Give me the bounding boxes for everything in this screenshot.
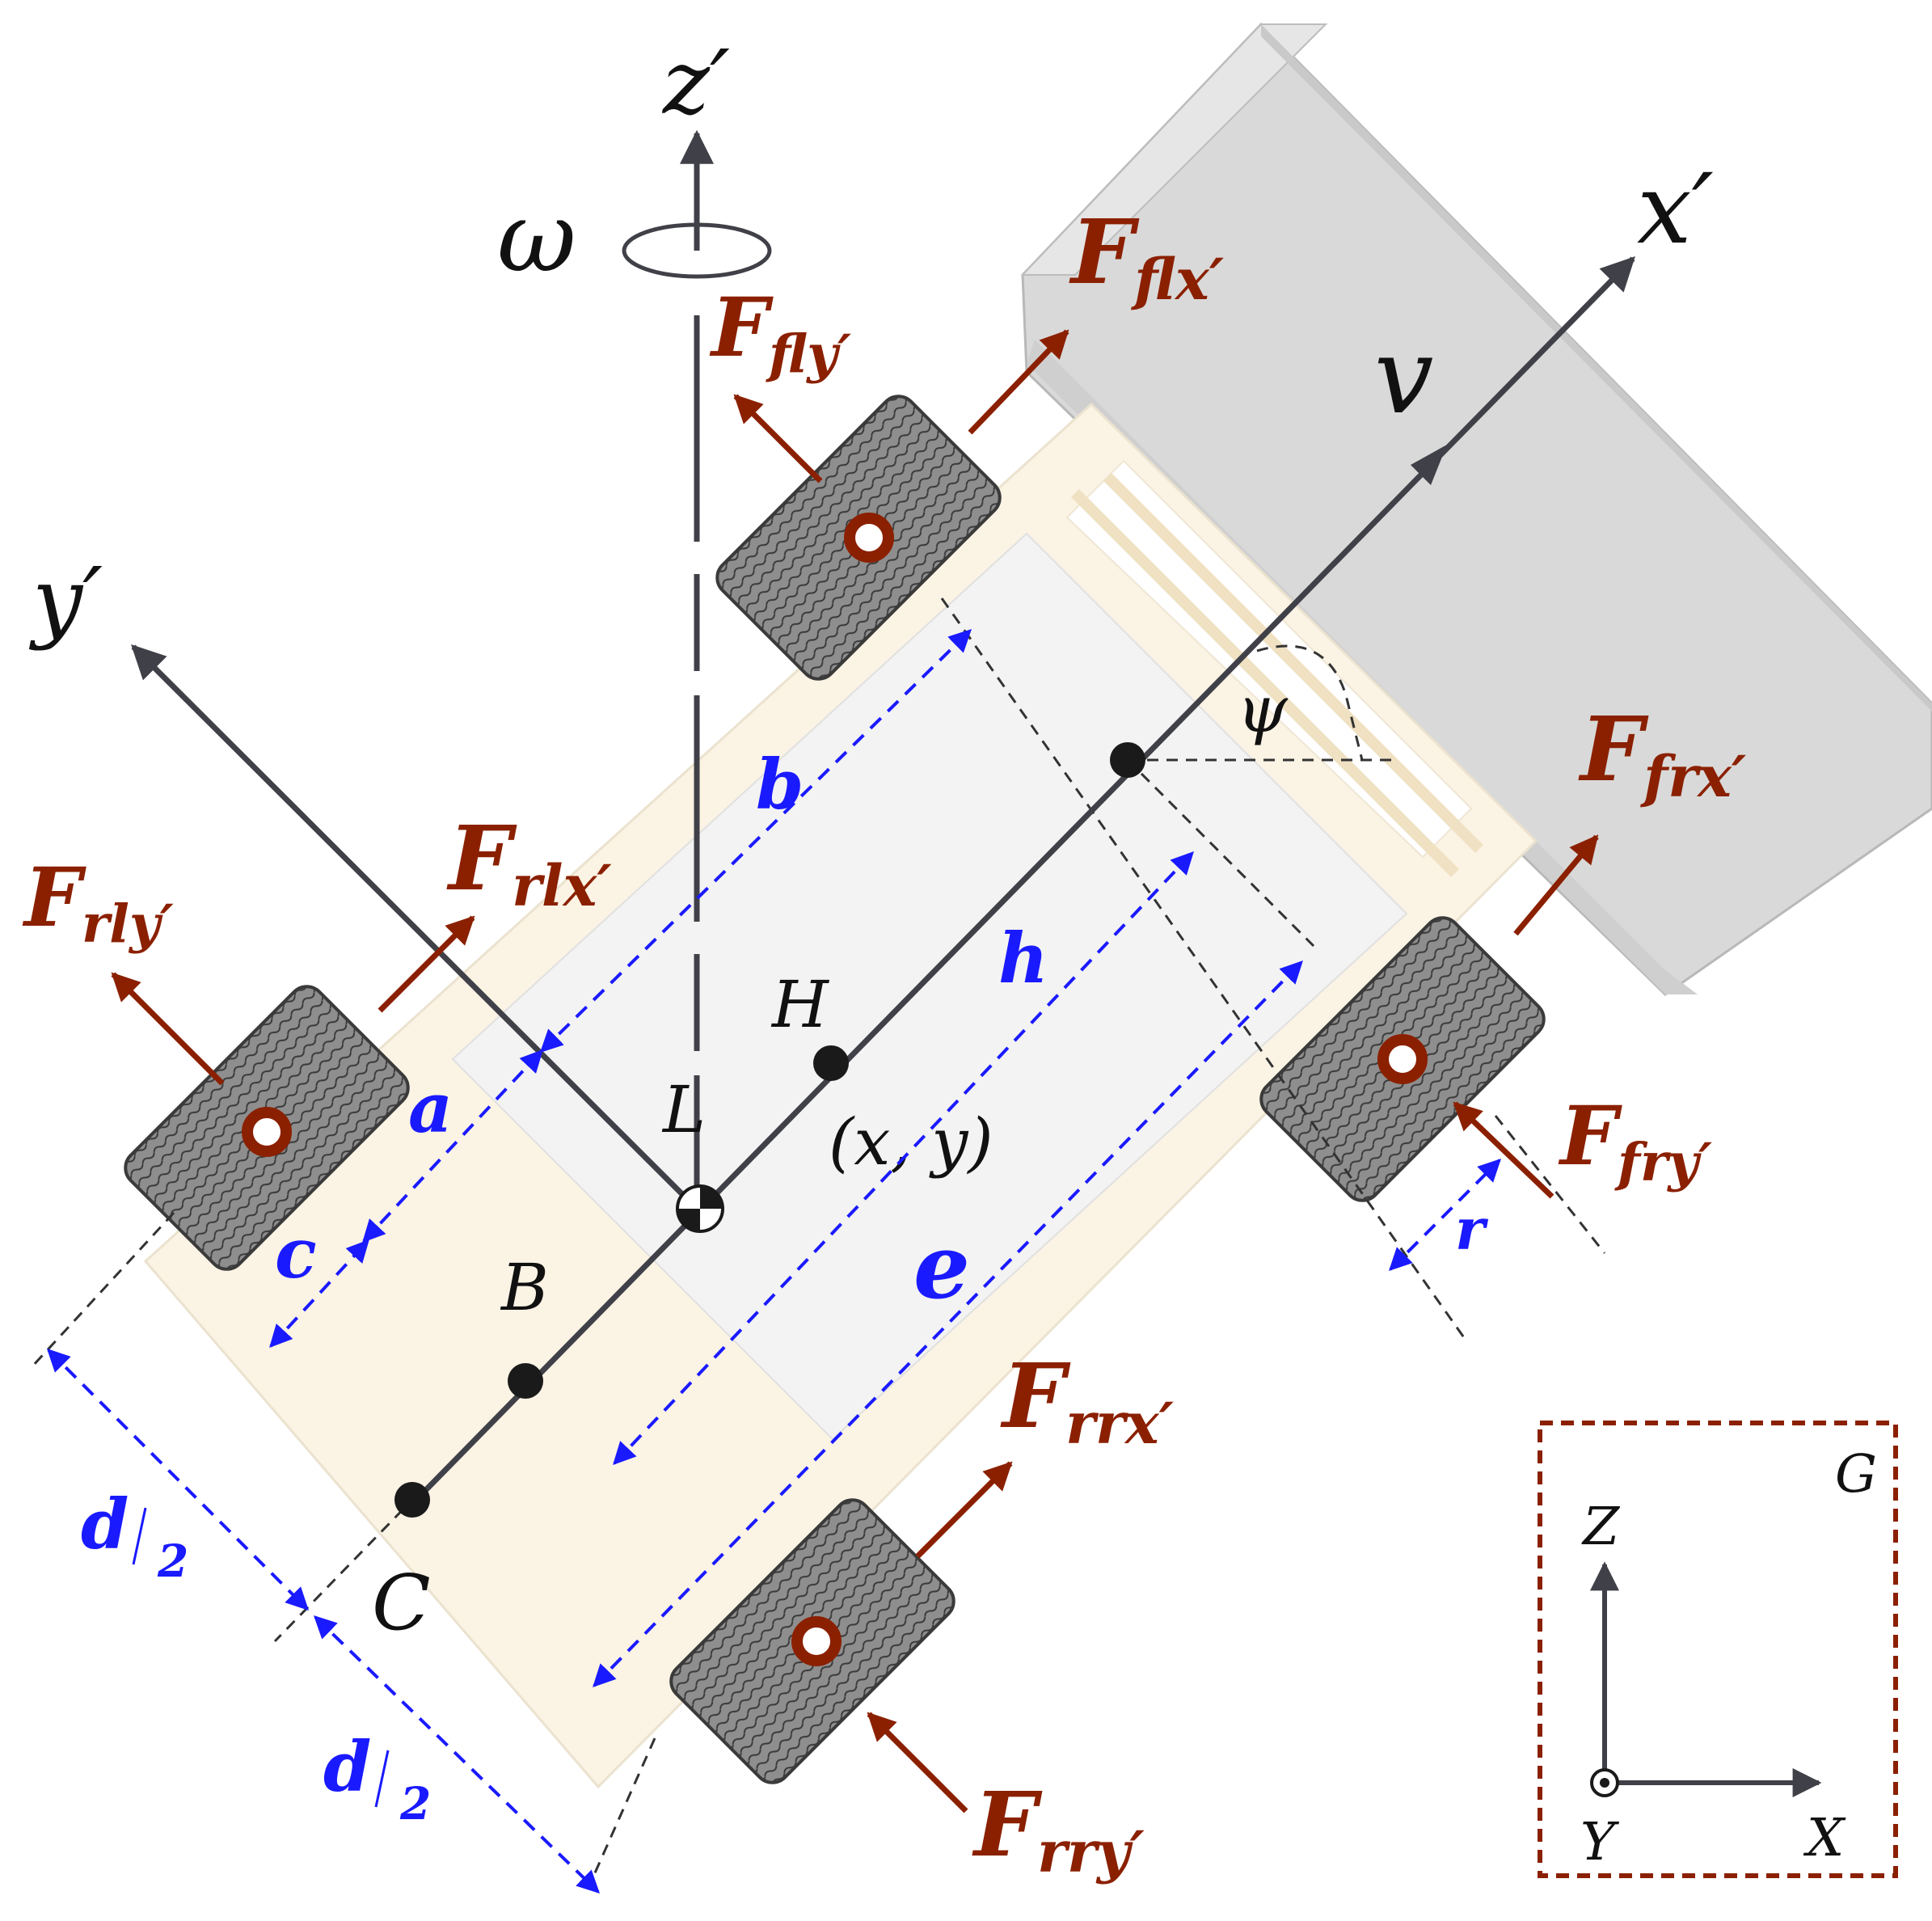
v-arrow-icon <box>1411 445 1447 485</box>
loader-bucket <box>1020 22 1932 996</box>
arrow-f-flx <box>968 329 1069 435</box>
dim-b-label: b <box>756 745 804 825</box>
dim-d-half-2-line <box>313 1615 601 1894</box>
L-label: L <box>661 1072 706 1147</box>
dim-r-label: r <box>1455 1196 1489 1263</box>
H-label: H <box>770 967 830 1042</box>
frame-X-label: X <box>1803 1808 1846 1868</box>
frame-Y-label: Y <box>1580 1812 1620 1872</box>
label-f-rlx: Frlx′ <box>446 806 612 919</box>
frame-title-G: G <box>1835 1444 1877 1505</box>
xy-label: (x, y) <box>829 1104 993 1180</box>
point-B <box>508 1363 543 1399</box>
frame-Z-label: Z <box>1581 1497 1621 1557</box>
y-prime-label: y′ <box>28 548 103 652</box>
arrow-f-frx <box>1513 834 1599 936</box>
arrow-f-rly <box>111 972 225 1086</box>
label-f-rry: Frry′ <box>972 1772 1145 1885</box>
point-front <box>1110 742 1145 778</box>
svg-text:d: d <box>323 1727 371 1808</box>
svg-text:2: 2 <box>399 1777 431 1830</box>
hub-front-right <box>1377 1034 1428 1084</box>
x-prime-label: x′ <box>1637 154 1714 266</box>
svg-text:d: d <box>81 1484 129 1565</box>
omega-rotation-icon <box>622 222 772 279</box>
dim-a-label: a <box>408 1068 453 1149</box>
dim-c-label: c <box>275 1214 317 1294</box>
dimension-lines <box>47 629 1501 1894</box>
arrow-f-fry <box>1453 1101 1554 1199</box>
arrow-f-rrx <box>915 1461 1013 1559</box>
force-arrows <box>111 329 1599 1813</box>
dim-h-label: h <box>998 918 1048 999</box>
dim-e-label: e <box>913 1214 970 1319</box>
z-prime-label: z′ <box>661 31 730 134</box>
label-f-flx: Fflx′ <box>1069 200 1225 313</box>
dim-d-half-1-label: d 2 <box>81 1484 188 1587</box>
point-L-com-icon <box>676 1184 724 1233</box>
label-f-fly: Ffly′ <box>709 280 851 385</box>
dim-a-line <box>362 1049 543 1243</box>
C-label: C <box>372 1559 431 1648</box>
global-frame-box: G Z X Y <box>1538 1421 1898 1878</box>
hub-front-left <box>844 513 894 563</box>
arrow-f-rry <box>867 1712 968 1813</box>
B-label: B <box>500 1250 549 1325</box>
label-f-fry: Ffry′ <box>1558 1088 1712 1193</box>
label-f-rrx: Frrx′ <box>1000 1344 1175 1457</box>
y-out-of-plane-icon <box>1590 1768 1619 1797</box>
dim-r-line <box>1389 1159 1501 1271</box>
hub-rear-right <box>791 1616 842 1666</box>
force-labels: Fflx′ Ffly′ Ffrx′ Ffry′ Frlx′ Frly′ Frrx… <box>22 200 1747 1885</box>
dim-d-half-2-label: d 2 <box>323 1727 431 1830</box>
svg-text:2: 2 <box>157 1535 188 1587</box>
arrow-f-rlx <box>378 915 475 1013</box>
label-f-rly: Frly′ <box>22 850 174 955</box>
psi-label: ψ <box>1237 672 1289 747</box>
dimension-labels: b h e a c r d 2 d 2 <box>81 745 1489 1830</box>
arrow-f-fly <box>733 394 823 483</box>
dim-d-half-1-line <box>47 1349 309 1611</box>
label-f-frx: Ffrx′ <box>1578 697 1747 810</box>
point-H <box>813 1045 849 1081</box>
hub-rear-left <box>242 1107 292 1157</box>
point-C <box>394 1482 430 1518</box>
v-label: v <box>1374 315 1433 437</box>
omega-label: ω <box>497 182 576 294</box>
